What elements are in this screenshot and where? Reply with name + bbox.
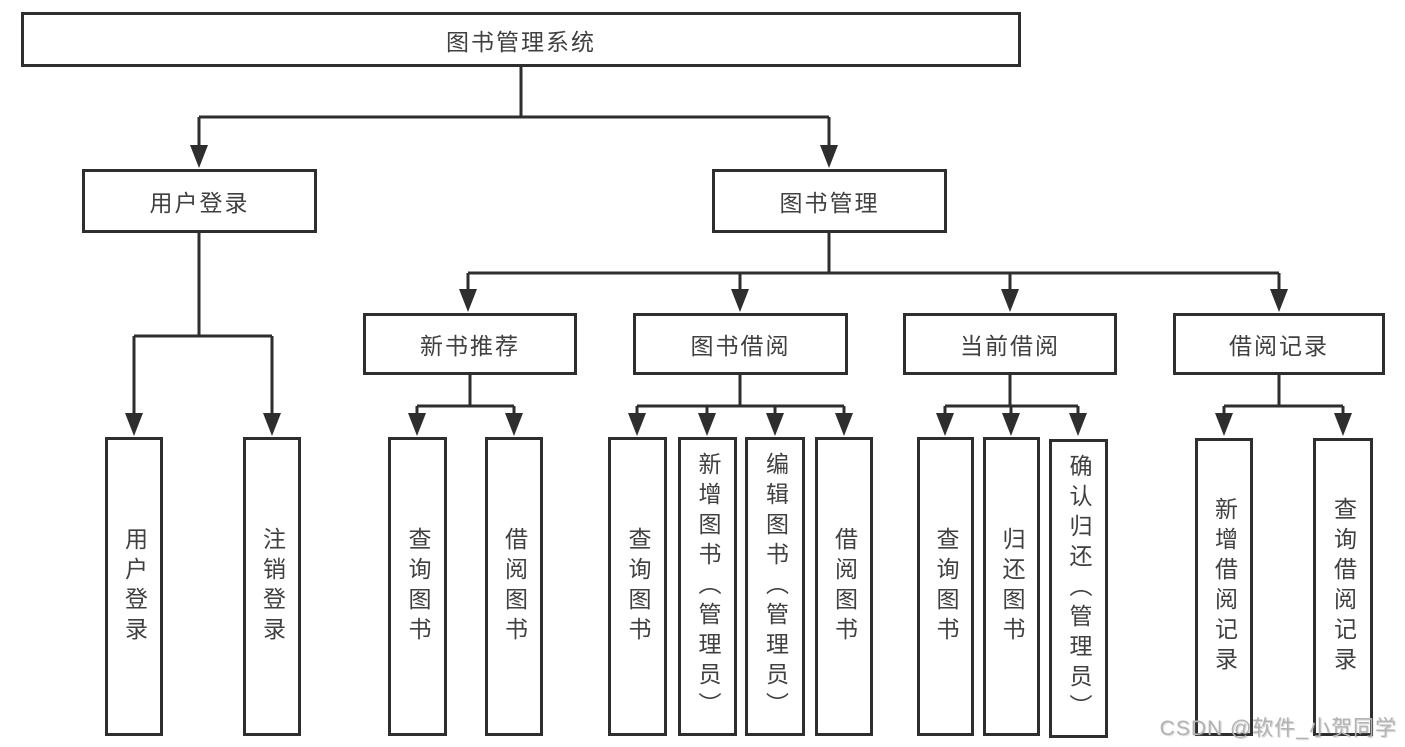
node-book-management: 图书管理	[712, 169, 947, 233]
node-library-management-system: 图书管理系统	[21, 12, 1021, 67]
leaf-add-book-admin: 新增图书（管理员）	[678, 437, 737, 736]
leaf-query-book: 查询图书	[917, 437, 974, 736]
node-label: 新书推荐	[420, 333, 520, 359]
node-current-borrowing: 当前借阅	[903, 313, 1117, 375]
leaf-label: 新增借阅记录	[1211, 497, 1238, 677]
node-label: 图书管理	[779, 190, 880, 216]
leaf-label: 归还图书	[999, 526, 1025, 647]
leaf-user-login: 用户登录	[105, 437, 163, 736]
leaf-borrow-book: 借阅图书	[815, 437, 873, 736]
leaf-label: 借阅图书	[501, 526, 528, 647]
leaf-label: 查询图书	[405, 526, 431, 647]
leaf-label: 编辑图书（管理员）	[762, 451, 789, 722]
leaf-query-borrow-record: 查询借阅记录	[1313, 438, 1373, 736]
leaf-label: 新增图书（管理员）	[695, 451, 721, 722]
node-label: 图书管理系统	[446, 28, 596, 55]
node-new-book-recommendation: 新书推荐	[363, 313, 577, 375]
node-borrowing-records: 借阅记录	[1173, 313, 1385, 375]
leaf-return-book: 归还图书	[983, 437, 1040, 736]
leaf-label: 借阅图书	[831, 526, 858, 647]
leaf-edit-book-admin: 编辑图书（管理员）	[745, 437, 805, 736]
leaf-label: 注销登录	[259, 526, 286, 647]
leaf-query-book: 查询图书	[608, 437, 667, 736]
node-label: 用户登录	[149, 190, 250, 216]
leaf-label: 用户登录	[121, 526, 148, 647]
node-label: 当前借阅	[960, 333, 1060, 359]
leaf-label: 查询图书	[933, 526, 959, 647]
leaf-logout: 注销登录	[243, 437, 301, 736]
leaf-confirm-return-admin: 确认归还（管理员）	[1049, 439, 1108, 738]
node-user-login: 用户登录	[82, 169, 317, 233]
leaf-label: 确认归还（管理员）	[1066, 453, 1092, 724]
node-label: 借阅记录	[1229, 333, 1329, 359]
csdn-watermark: CSDN @软件_小贺同学	[1159, 717, 1397, 740]
node-book-borrowing: 图书借阅	[633, 313, 848, 375]
leaf-query-book: 查询图书	[388, 437, 447, 736]
leaf-label: 查询图书	[625, 526, 651, 647]
leaf-label: 查询借阅记录	[1330, 497, 1357, 677]
leaf-add-borrow-record: 新增借阅记录	[1195, 438, 1253, 736]
leaf-borrow-book: 借阅图书	[485, 437, 543, 736]
node-label: 图书借阅	[690, 333, 791, 359]
